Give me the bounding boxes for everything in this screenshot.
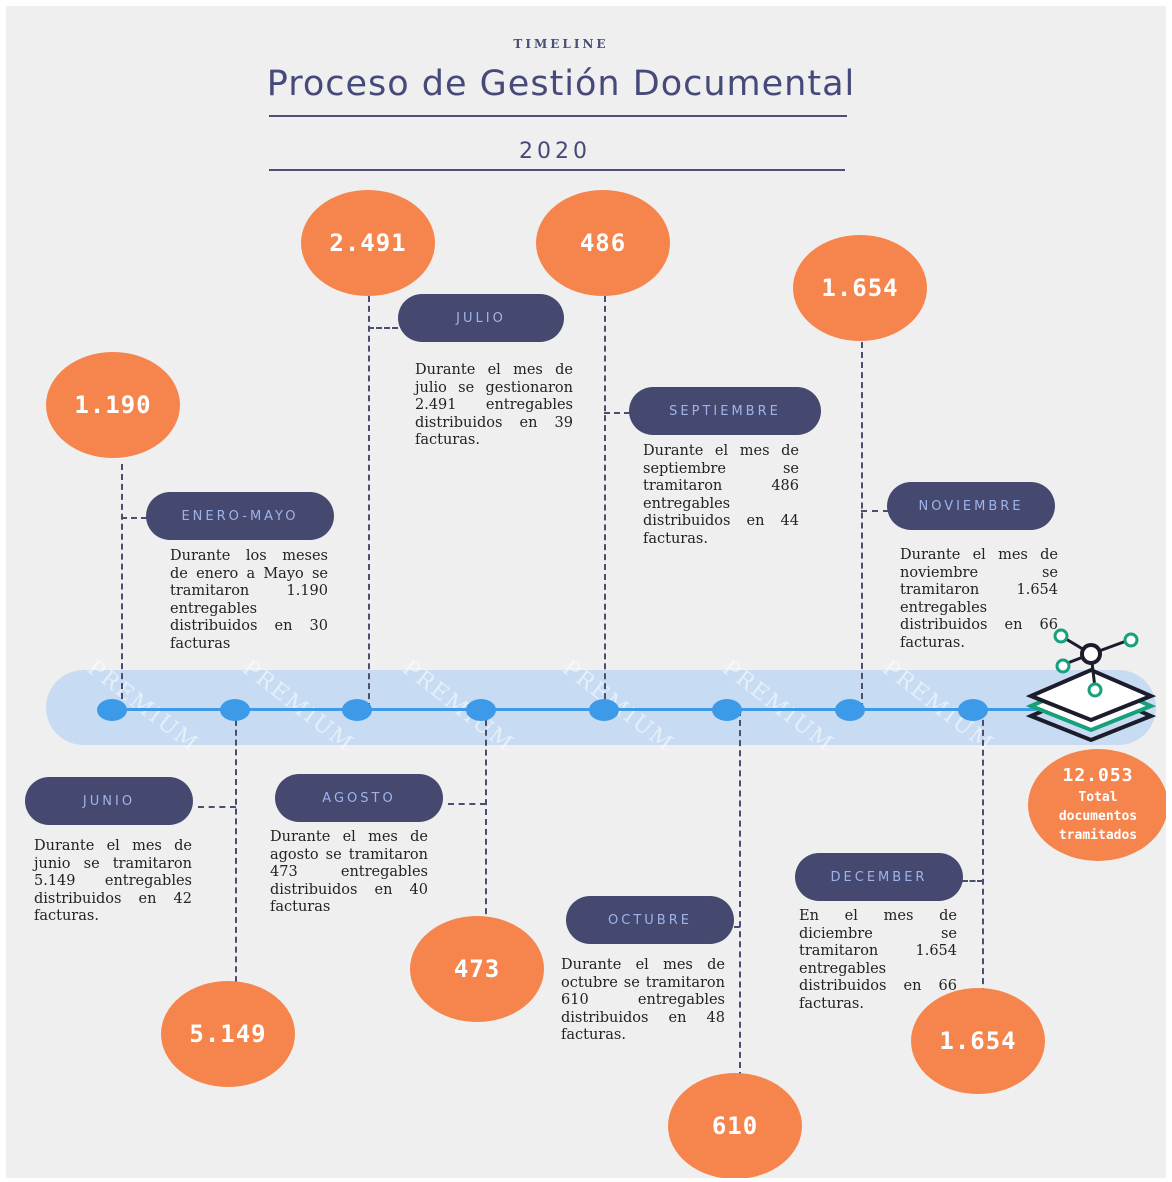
timeline-dot bbox=[589, 699, 619, 721]
timeline-dot bbox=[712, 699, 742, 721]
year-label: 2020 bbox=[519, 139, 591, 164]
pill-connector bbox=[962, 880, 983, 882]
period-description-enero-mayo: Durante los meses de enero a Mayo se tra… bbox=[170, 548, 328, 652]
period-pill-octubre: OCTUBRE bbox=[566, 896, 734, 944]
timeline-dot bbox=[342, 699, 372, 721]
period-description-junio: Durante el mes de junio se tramitaron 5.… bbox=[34, 838, 192, 924]
value-bubble-julio: 2.491 bbox=[301, 190, 435, 296]
year-divider bbox=[269, 169, 845, 171]
timeline-dot bbox=[466, 699, 496, 721]
total-label: Total documentos tramitados bbox=[1058, 790, 1138, 843]
value-bubble-enero-mayo: 1.190 bbox=[46, 352, 180, 458]
title-divider bbox=[269, 115, 847, 117]
period-pill-agosto: AGOSTO bbox=[275, 774, 443, 822]
period-description-julio: Durante el mes de julio se gestionaron 2… bbox=[415, 362, 573, 448]
period-pill-enero-mayo: ENERO-MAYO bbox=[146, 492, 334, 540]
connector-line bbox=[235, 710, 237, 992]
connector-line bbox=[121, 464, 123, 709]
timeline-dot bbox=[958, 699, 988, 721]
value-bubble-december: 1.654 bbox=[911, 988, 1045, 1094]
timeline-axis bbox=[106, 708, 1036, 711]
period-description-agosto: Durante el mes de agosto se tramitaron 4… bbox=[270, 829, 428, 915]
period-pill-junio: JUNIO bbox=[25, 777, 193, 825]
timeline-dot bbox=[97, 699, 127, 721]
connector-line bbox=[861, 342, 863, 709]
pill-connector bbox=[861, 510, 889, 512]
connector-line bbox=[739, 710, 741, 1078]
pill-connector bbox=[121, 517, 147, 519]
period-description-septiembre: Durante el mes de septiembre se tramitar… bbox=[643, 443, 799, 547]
infographic-canvas: TIMELINE Proceso de Gestión Documental 2… bbox=[6, 6, 1166, 1178]
page-title: Proceso de Gestión Documental bbox=[266, 64, 856, 104]
period-description-noviembre: Durante el mes de noviembre se tramitaro… bbox=[900, 547, 1058, 651]
timeline-dot bbox=[220, 699, 250, 721]
total-value: 12.053 bbox=[1062, 765, 1134, 786]
value-bubble-junio: 5.149 bbox=[161, 981, 295, 1087]
layers-network-icon bbox=[1025, 628, 1157, 742]
connector-line bbox=[604, 296, 606, 709]
value-bubble-octubre: 610 bbox=[668, 1073, 802, 1178]
value-bubble-agosto: 473 bbox=[410, 916, 544, 1022]
kicker-label: TIMELINE bbox=[513, 37, 609, 51]
total-bubble: 12.053 Total documentos tramitados bbox=[1028, 749, 1166, 861]
period-pill-noviembre: NOVIEMBRE bbox=[887, 482, 1055, 530]
pill-connector bbox=[198, 806, 236, 808]
value-bubble-septiembre: 486 bbox=[536, 190, 670, 296]
period-pill-septiembre: SEPTIEMBRE bbox=[629, 387, 821, 435]
connector-line bbox=[485, 710, 487, 924]
pill-connector bbox=[734, 926, 740, 928]
value-bubble-noviembre: 1.654 bbox=[793, 235, 927, 341]
connector-line bbox=[368, 296, 370, 709]
period-pill-december: DECEMBER bbox=[795, 853, 963, 901]
pill-connector bbox=[604, 412, 630, 414]
period-pill-julio: JULIO bbox=[398, 294, 564, 342]
pill-connector bbox=[448, 803, 486, 805]
period-description-december: En el mes de diciembre se tramitaron 1.6… bbox=[799, 908, 957, 1012]
period-description-octubre: Durante el mes de octubre se tramitaron … bbox=[561, 957, 725, 1043]
pill-connector bbox=[368, 327, 398, 329]
timeline-dot bbox=[835, 699, 865, 721]
connector-line bbox=[982, 710, 984, 994]
